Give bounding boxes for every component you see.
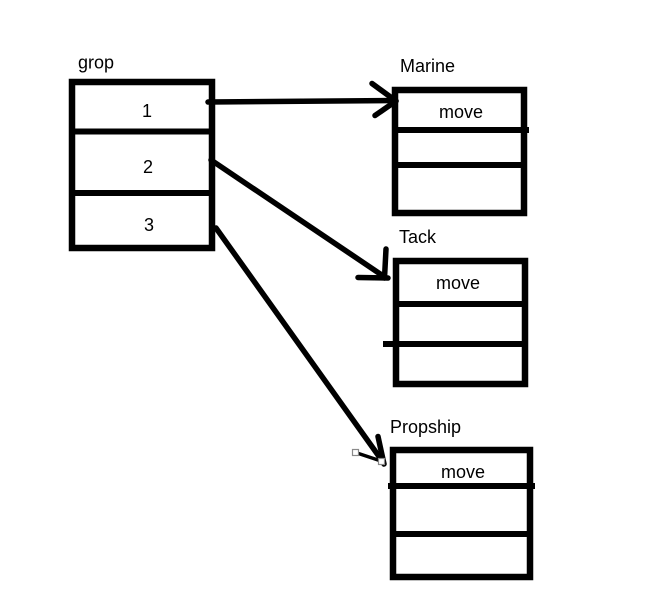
grop-cell-3: 3	[144, 215, 154, 235]
arrow-cell3-shaft	[213, 225, 386, 465]
arrow-cell2-shaft	[208, 157, 387, 280]
grop-cell-2: 2	[143, 157, 153, 177]
arrow-cell3-barb-selected[interactable]	[355, 451, 383, 463]
marine-box-outline	[391, 86, 528, 217]
arrow-cell1-barb-lower	[372, 98, 399, 119]
grop-box-outline	[68, 78, 216, 252]
propship-box: Propship move	[388, 417, 535, 581]
selection-handle-start[interactable]	[351, 448, 360, 457]
arrow-cell2-to-tack	[208, 157, 391, 281]
selection-handle-end[interactable]	[377, 457, 386, 466]
propship-box-title: Propship	[390, 417, 461, 437]
tack-cell-1: move	[436, 273, 480, 293]
arrow-cell1-barb-upper	[369, 80, 399, 104]
arrow-cell1-to-marine	[205, 80, 399, 119]
marine-cell-1: move	[439, 102, 483, 122]
tack-box-outline	[392, 257, 529, 388]
grop-box: grop 1 2 3	[68, 53, 216, 252]
tack-box: Tack move	[383, 227, 529, 388]
grop-cell-1: 1	[142, 101, 152, 121]
tack-box-title: Tack	[399, 227, 437, 247]
marine-box-title: Marine	[400, 56, 455, 76]
grop-box-title: grop	[78, 53, 114, 73]
propship-box-outline	[389, 446, 534, 581]
arrow-cell3-to-propship	[213, 225, 387, 467]
marine-box: Marine move	[391, 56, 529, 217]
arrow-cell1-shaft	[205, 97, 397, 105]
arrow-cell2-barb-horizontal	[355, 274, 391, 281]
arrow-cell2-barb-vertical	[381, 246, 389, 281]
propship-cell-1: move	[441, 462, 485, 482]
